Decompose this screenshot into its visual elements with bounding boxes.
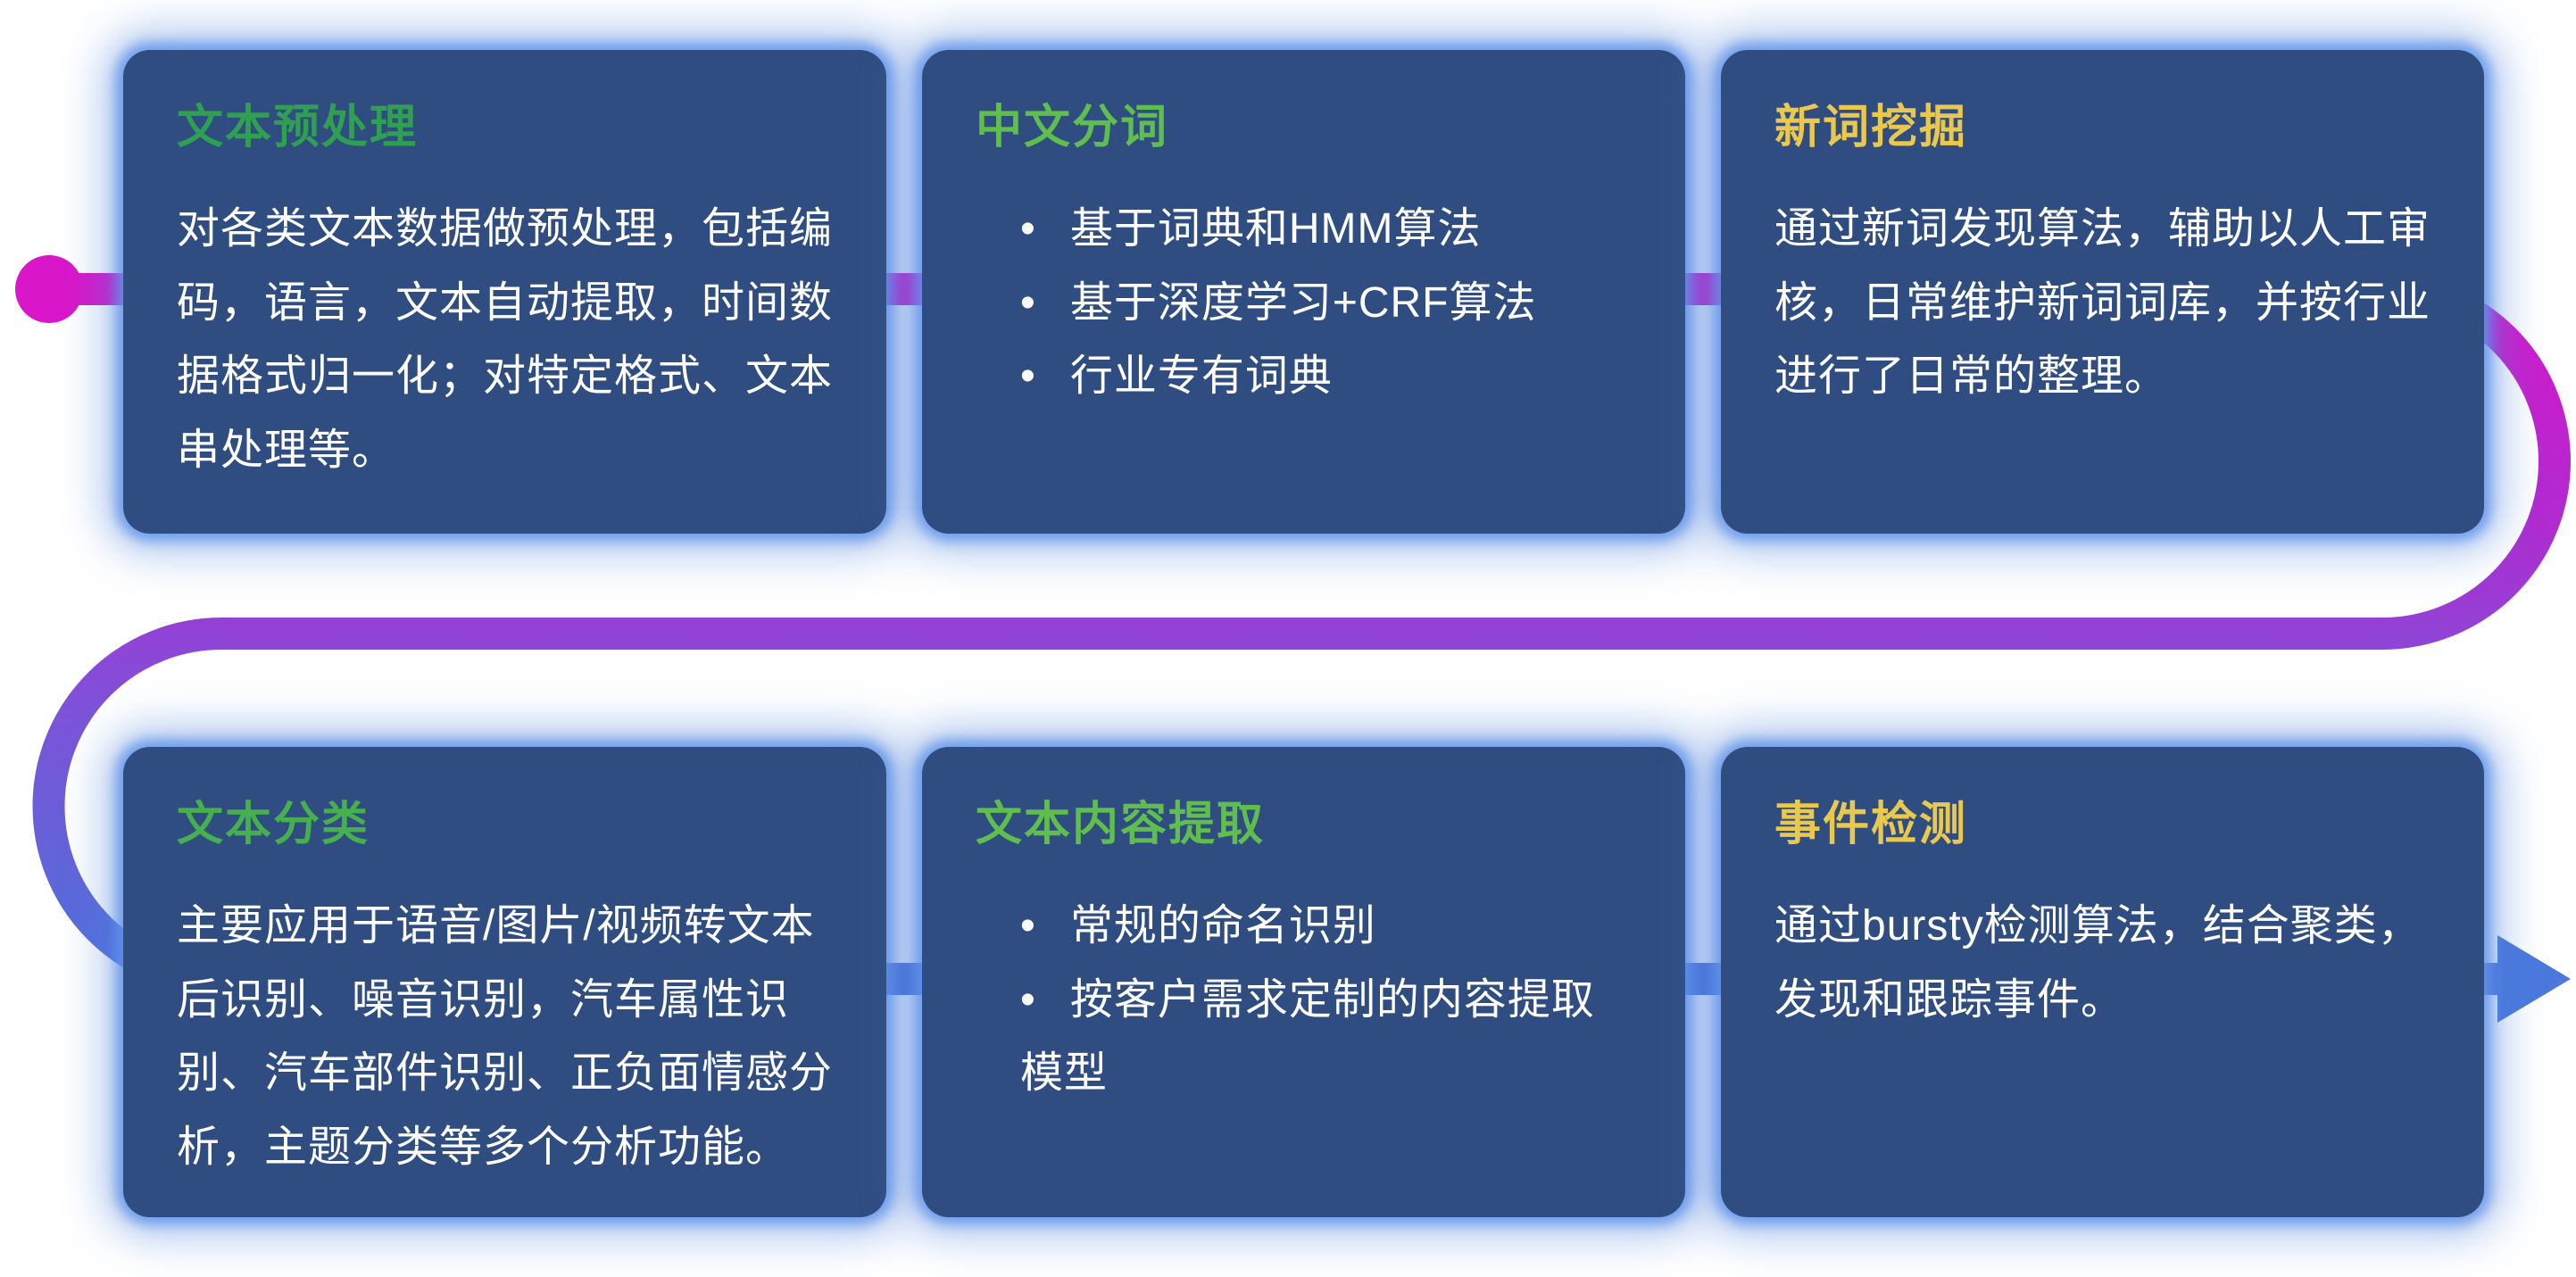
- card-description: 通过bursty检测算法，结合聚类，发现和跟踪事件。: [1774, 902, 2422, 1024]
- card-bullet-list: 基于词典和HMM算法基于深度学习+CRF算法行业专有词典: [976, 193, 1632, 414]
- bullet-item: 基于深度学习+CRF算法: [976, 267, 1632, 341]
- card-event-detection: 事件检测 通过bursty检测算法，结合聚类，发现和跟踪事件。: [1721, 747, 2484, 1217]
- card-title: 文本分类: [177, 799, 370, 850]
- card-title: 文本预处理: [177, 102, 419, 153]
- card-title: 中文分词: [976, 102, 1169, 153]
- bullet-item: 按客户需求定制的内容提取模型: [976, 964, 1632, 1111]
- card-text-classification: 文本分类 主要应用于语音/图片/视频转文本后识别、噪音识别，汽车属性识别、汽车部…: [123, 747, 886, 1217]
- card-chinese-word-segmentation: 中文分词 基于词典和HMM算法基于深度学习+CRF算法行业专有词典: [922, 50, 1685, 534]
- card-description: 通过新词发现算法，辅助以人工审核，日常维护新词词库，并按行业进行了日常的整理。: [1774, 205, 2431, 401]
- card-title: 新词挖掘: [1774, 102, 1968, 153]
- card-bullet-list: 常规的命名识别按客户需求定制的内容提取模型: [976, 890, 1632, 1111]
- card-description: 主要应用于语音/图片/视频转文本后识别、噪音识别，汽车属性识别、汽车部件识别、正…: [177, 902, 834, 1172]
- card-new-word-mining: 新词挖掘 通过新词发现算法，辅助以人工审核，日常维护新词词库，并按行业进行了日常…: [1721, 50, 2484, 534]
- flow-start-dot-icon: [15, 255, 83, 323]
- bullet-item: 基于词典和HMM算法: [976, 193, 1632, 267]
- card-description: 对各类文本数据做预处理，包括编码，语言，文本自动提取，时间数据格式归一化；对特定…: [177, 205, 834, 475]
- bullet-item: 行业专有词典: [976, 340, 1632, 414]
- card-title: 文本内容提取: [976, 799, 1266, 850]
- flow-end-arrow-icon: [2497, 935, 2571, 1023]
- card-text-preprocessing: 文本预处理 对各类文本数据做预处理，包括编码，语言，文本自动提取，时间数据格式归…: [123, 50, 886, 534]
- pipeline-path: [32, 273, 2571, 995]
- card-text-content-extraction: 文本内容提取 常规的命名识别按客户需求定制的内容提取模型: [922, 747, 1685, 1217]
- bullet-item: 常规的命名识别: [976, 890, 1632, 964]
- card-title: 事件检测: [1774, 799, 1968, 850]
